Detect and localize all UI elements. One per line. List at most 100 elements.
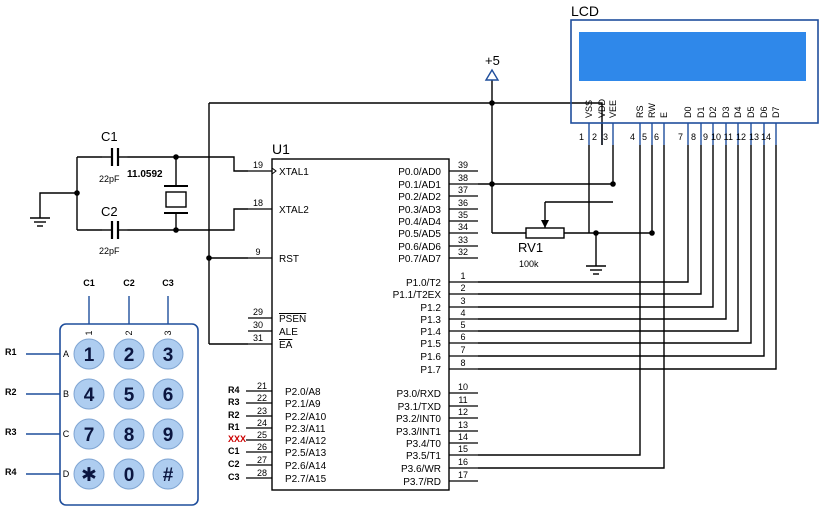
wire-p1-4-to-lcd-d4	[478, 145, 739, 332]
rv1-value: 100k	[519, 259, 539, 269]
keypad-key-3	[152, 338, 184, 370]
u1-pin-2-number: 2	[460, 283, 465, 293]
wire-p36-to-e	[478, 145, 665, 469]
rv1-body	[525, 227, 565, 239]
u1-pin-14-name: P3.4/T0	[406, 439, 441, 450]
wire-p1-2-to-lcd-d2	[478, 145, 714, 308]
u1-pin-9-name: RST	[279, 254, 299, 265]
u1-pin-28-name: P2.7/A15	[285, 474, 327, 485]
u1-pin-11-name: P3.1/TXD	[398, 402, 441, 413]
u1-pin-18-number: 18	[253, 198, 263, 208]
lcd-pin-5-number: 5	[642, 132, 647, 142]
u1-pin-4-number: 4	[460, 308, 465, 318]
keypad-key-12	[152, 458, 184, 490]
xtal1-clock-marker	[271, 167, 277, 175]
u1-pin-29-number: 29	[253, 307, 263, 317]
net-label-c3: C3	[228, 472, 240, 482]
u1-pin-39-name: P0.0/AD0	[398, 167, 441, 178]
keypad-key-2	[113, 338, 145, 370]
rv1-ref: RV1	[518, 240, 543, 255]
junction-ground-right	[593, 230, 599, 236]
u1-pin-27-number: 27	[257, 455, 267, 465]
lcd-pin-11-name: D4	[733, 106, 743, 118]
u1-pin-17-name: P3.7/RD	[403, 477, 441, 488]
keypad-key-10-label: ✱	[81, 465, 97, 486]
keypad-key-12-label: #	[163, 465, 174, 486]
u1-pin-16-number: 16	[458, 457, 468, 467]
u1-pin-10-name: P3.0/RXD	[397, 389, 441, 400]
lcd-pin-9-number: 9	[703, 132, 708, 142]
lcd-pin-6-number: 6	[654, 132, 659, 142]
u1-pin-36-name: P0.3/AD3	[398, 205, 441, 216]
crystal-body	[165, 191, 187, 208]
keypad-key-8-label: 8	[124, 425, 135, 446]
u1-pin-23-name: P2.2/A10	[285, 412, 327, 423]
keypad-key-11	[113, 458, 145, 490]
keypad-key-7-label: 7	[84, 425, 95, 446]
power-arrow	[484, 68, 500, 81]
keypad-frame	[59, 323, 199, 506]
lcd-pin-6-name: E	[659, 112, 669, 118]
u1-pin-26-name: P2.5/A13	[285, 448, 327, 459]
labels: U119XTAL118XTAL29RST29PSEN30ALE31EA21P2.…	[5, 3, 781, 488]
keypad-col-label-c3: C3	[162, 278, 174, 288]
u1-pin-29-name: PSEN	[279, 314, 306, 325]
u1-pin-27-name: P2.6/A14	[285, 461, 327, 472]
lcd-pin-3-number: 3	[603, 132, 608, 142]
keypad-key-5-label: 5	[124, 385, 135, 406]
c2-capacitor	[110, 221, 120, 239]
u1-pin-12-number: 12	[458, 407, 468, 417]
u1-pin-34-name: P0.5/AD5	[398, 229, 441, 240]
keypad-key-9-label: 9	[163, 425, 174, 446]
lcd-pin-8-number: 8	[691, 132, 696, 142]
u1-pin-1-number: 1	[460, 271, 465, 281]
lcd-pin-14-number: 14	[761, 132, 771, 142]
u1-pin-5-name: P1.4	[420, 327, 441, 338]
keypad-row-a-letter: A	[63, 349, 69, 359]
junction-p0	[489, 181, 495, 187]
u1-pin-25-name: P2.4/A12	[285, 436, 327, 447]
u1-pin-30-name: ALE	[279, 327, 298, 338]
u1-pin-33-name: P0.6/AD6	[398, 242, 441, 253]
u1-pin-34-number: 34	[458, 222, 468, 232]
u1-pin-35-number: 35	[458, 210, 468, 220]
keypad-key-3-label: 3	[163, 345, 174, 366]
net-label-r3: R3	[228, 397, 240, 407]
net-label-xxx: XXX	[228, 434, 246, 444]
u1-pin-9-number: 9	[255, 247, 260, 257]
junction-cap-ground	[74, 190, 80, 196]
lcd-pin-3-name: VEE	[608, 100, 618, 118]
c2-value: 22pF	[99, 246, 120, 256]
ground-right	[586, 258, 606, 275]
u1-pin-8-name: P1.7	[420, 365, 441, 376]
u1-pin-1-name: P1.0/T2	[406, 278, 441, 289]
lcd-pin-2-number: 2	[592, 132, 597, 142]
lcd-pin-13-name: D6	[759, 106, 769, 118]
keypad-key-6	[152, 378, 184, 410]
lcd-pin-8-name: D1	[696, 106, 706, 118]
lcd-title: LCD	[571, 3, 599, 19]
wires	[26, 80, 777, 482]
u1-pin-7-number: 7	[460, 345, 465, 355]
u1-pin-15-number: 15	[458, 444, 468, 454]
u1-pin-28-number: 28	[257, 468, 267, 478]
u1-pin-37-name: P0.2/AD2	[398, 192, 441, 203]
lcd-pin-7-number: 7	[678, 132, 683, 142]
junction-vee	[610, 181, 616, 187]
c1-value: 22pF	[99, 174, 120, 184]
junction-vcc-top	[489, 100, 495, 106]
u1-pin-37-number: 37	[458, 185, 468, 195]
net-label-c2: C2	[228, 459, 240, 469]
net-label-c1: C1	[228, 446, 240, 456]
power-terminal	[484, 68, 500, 81]
wire-p01-to-vee	[478, 145, 614, 185]
lcd-pin-1-number: 1	[579, 132, 584, 142]
u1-pin-38-name: P0.1/AD1	[398, 180, 441, 191]
lcd-pin-13-number: 13	[749, 132, 759, 142]
wire-p1-6-to-lcd-d6	[478, 145, 765, 357]
u1-pin-31-name: EA	[279, 340, 293, 351]
u1-pin-11-number: 11	[458, 395, 467, 405]
lcd-pin-14-name: D7	[771, 106, 781, 118]
lcd-pin-12-number: 12	[736, 132, 746, 142]
